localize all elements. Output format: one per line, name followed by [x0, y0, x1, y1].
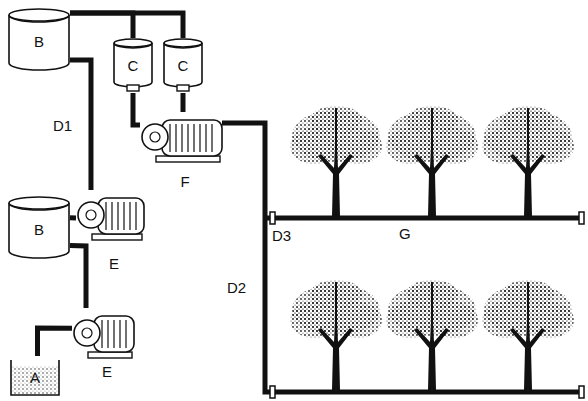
tank-lid: [114, 39, 152, 47]
valve: [270, 212, 275, 224]
pipe-label: D2: [226, 280, 247, 297]
outlet-valve: [127, 85, 139, 91]
part-letter: E: [102, 364, 112, 381]
motor-fin: [123, 202, 124, 230]
filter-tank: C: [163, 38, 203, 93]
tree: [290, 280, 382, 390]
part-letter: B: [34, 34, 44, 51]
pump-drawing: [74, 316, 134, 358]
motor-body: [162, 120, 222, 156]
motor-fin: [135, 202, 136, 230]
tree-row: [290, 280, 574, 390]
motor-fin: [175, 124, 176, 152]
part-letter: E: [109, 256, 119, 273]
water-pipe: [70, 215, 76, 220]
pump-inlet: [82, 328, 92, 338]
pump: F: [140, 112, 230, 190]
tank-lid: [9, 9, 69, 21]
motor-fin: [117, 202, 118, 230]
tree: [482, 106, 574, 216]
lateral-pipe-g: [265, 216, 583, 221]
motor-fin: [199, 124, 200, 152]
pump: E: [72, 308, 142, 380]
tree-row: [290, 106, 574, 216]
water-pipe: [181, 93, 186, 112]
outlet-valve: [177, 85, 189, 91]
filter-tank: C: [113, 38, 153, 93]
container-wall: [11, 360, 59, 395]
motor-fin: [113, 320, 114, 348]
motor-fin: [125, 320, 126, 348]
valve: [270, 386, 275, 398]
part-letter: B: [34, 222, 44, 239]
water-pipe: [70, 13, 183, 38]
water: [12, 366, 58, 394]
water-source: A: [10, 356, 60, 396]
part-letter: F: [180, 174, 189, 191]
pump: E: [76, 190, 152, 272]
storage-tank: B: [8, 8, 70, 70]
tank-lid: [164, 39, 202, 47]
storage-tank: B: [8, 196, 70, 258]
water-pipe: [70, 246, 86, 308]
part-letter: A: [30, 370, 40, 387]
tree: [386, 106, 478, 216]
tank-body: [114, 43, 152, 87]
tree: [290, 106, 382, 216]
water-pipe: [38, 328, 73, 356]
pump-drawing: [142, 120, 222, 162]
motor-fin: [193, 124, 194, 152]
pump-drawing: [78, 198, 144, 240]
motor-fin: [107, 320, 108, 348]
motor-fin: [101, 320, 102, 348]
pump-base: [92, 234, 142, 240]
motor-fin: [181, 124, 182, 152]
pipe-label: G: [398, 226, 412, 243]
pump-head: [74, 320, 100, 346]
valve: [579, 386, 584, 398]
motor-fin: [129, 202, 130, 230]
motor-fin: [211, 124, 212, 152]
water-pipe: [133, 93, 140, 125]
tree: [386, 280, 478, 390]
pump-head: [142, 124, 168, 150]
motor-body: [98, 198, 144, 234]
motor-fin: [105, 202, 106, 230]
pump-head: [78, 202, 104, 228]
motor-fin: [169, 124, 170, 152]
part-letter: C: [128, 58, 139, 75]
tank-lid: [9, 197, 69, 209]
motor-fin: [205, 124, 206, 152]
motor-fin: [111, 202, 112, 230]
tree: [482, 280, 574, 390]
tank-body: [9, 15, 69, 70]
valve: [579, 212, 584, 224]
motor-fin: [119, 320, 120, 348]
part-letter: C: [178, 58, 189, 75]
pump-inlet: [86, 210, 96, 220]
pipe-label: D3: [271, 228, 292, 245]
pump-base: [156, 156, 220, 162]
tank-body: [9, 203, 69, 258]
pump-base: [88, 352, 132, 358]
motor-fin: [187, 124, 188, 152]
pipe-label: D1: [52, 118, 73, 135]
pipe-valves: [270, 212, 584, 398]
pump-inlet: [150, 132, 160, 142]
water-pipe: [70, 13, 133, 38]
tank-body: [164, 43, 202, 87]
